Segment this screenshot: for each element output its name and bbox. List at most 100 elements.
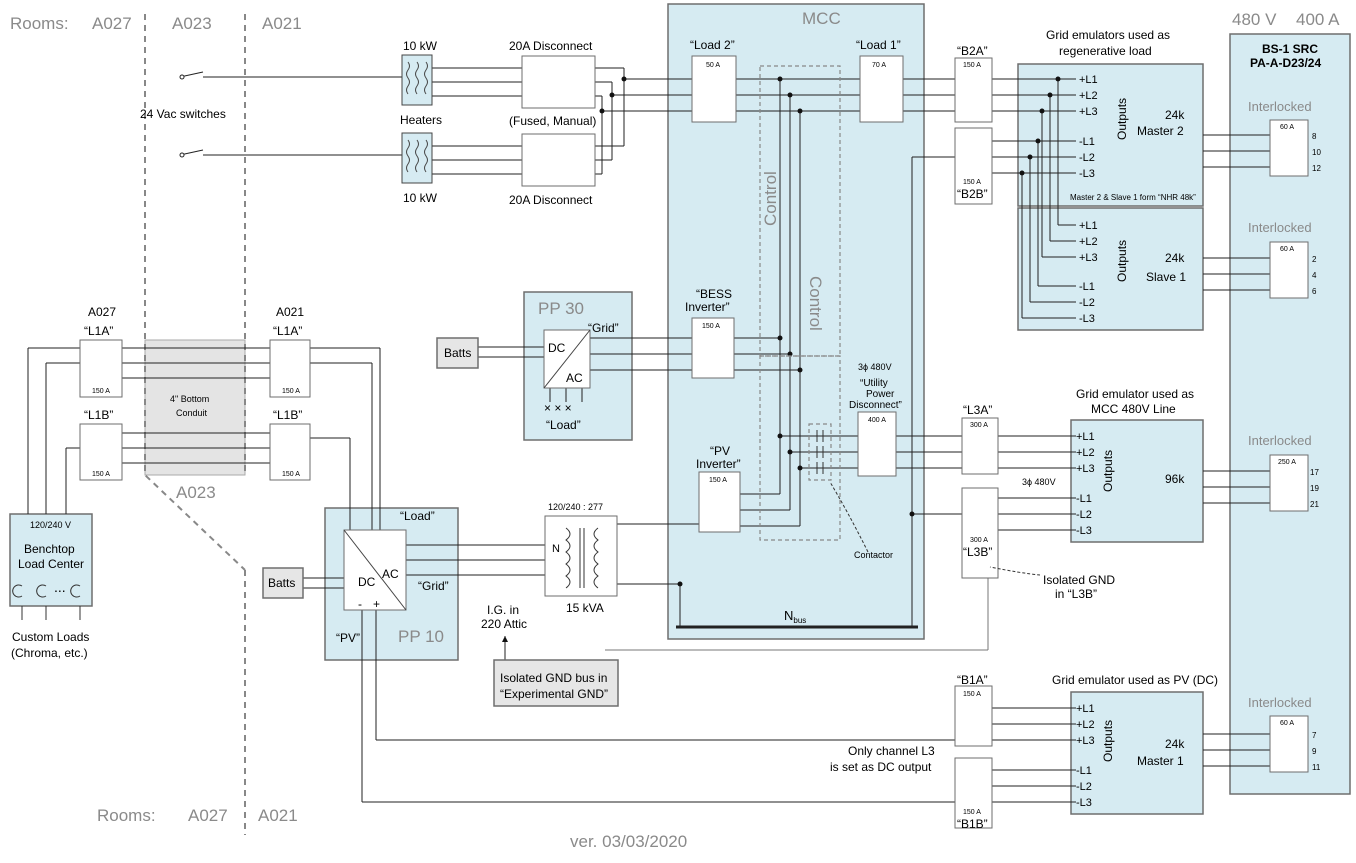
pv-emulator-title: Grid emulator used as PV (DC): [1052, 673, 1218, 687]
breaker-b1a: [954, 685, 993, 747]
breaker-l1a-a021: [269, 339, 311, 398]
benchtop-outlets: [12, 584, 81, 620]
b1a-amp: 150 A: [963, 691, 981, 698]
b2a-label: “B2A”: [957, 44, 988, 58]
pp30-load-x: × × ×: [544, 401, 572, 415]
utility-amp: 400 A: [868, 417, 886, 424]
breaker-l1a-a027: [79, 339, 123, 398]
pp10-plus: +: [373, 597, 380, 611]
l3a-amp: 300 A: [970, 422, 988, 429]
svg-text:-L1: -L1: [1076, 765, 1092, 777]
left-a027: A027: [88, 305, 116, 319]
pv-inverter-label-1: “PV: [710, 444, 730, 458]
custom-loads-1: Custom Loads: [12, 630, 89, 644]
pp30-load: “Load”: [546, 418, 581, 432]
room-divider-a027: [144, 14, 246, 571]
pp10-batts-box: [262, 567, 304, 599]
utility-label-0: 3ϕ 480V: [858, 362, 892, 372]
disconnect-top: [521, 55, 596, 109]
load1-amp: 70 A: [872, 62, 886, 69]
pp30-batts-box: [436, 337, 479, 369]
terminals-master2: +L1+L2+L3 -L1-L2-L3: [1079, 74, 1098, 180]
pp30-ac: AC: [566, 371, 583, 385]
b1b-amp: 150 A: [963, 809, 981, 816]
gnd-bus-label-1: Isolated GND bus in: [500, 671, 607, 685]
phase-label: 3ϕ 480V: [1022, 477, 1056, 487]
svg-text:7: 7: [1312, 731, 1317, 740]
regen-title-1: Grid emulators used as: [1046, 28, 1170, 42]
contactor-symbols: [816, 430, 824, 474]
contactor-label: Contactor: [854, 550, 893, 560]
benchtop-load-center: [9, 513, 93, 607]
b1a-label: “B1A”: [957, 673, 988, 687]
terminals-slave1: +L1+L2+L3 -L1-L2-L3: [1079, 220, 1098, 325]
svg-text:8: 8: [1312, 132, 1317, 141]
l3a-label: “L3A”: [963, 403, 992, 417]
l1a-left-amp: 150 A: [92, 388, 110, 395]
version-label: ver. 03/03/2020: [570, 832, 687, 851]
l1b-right: “L1B”: [273, 408, 302, 422]
transformer-box: [544, 515, 618, 597]
svg-text:-L3: -L3: [1076, 525, 1092, 537]
svg-text:-L2: -L2: [1079, 297, 1095, 309]
l3b-label: “L3B”: [963, 545, 992, 559]
l1b-right-amp: 150 A: [282, 471, 300, 478]
l1a-right-amp: 150 A: [282, 388, 300, 395]
slave1-label: Slave 1: [1146, 270, 1186, 284]
control-region-1: [759, 65, 841, 357]
breaker-utility: [857, 411, 897, 477]
src-amperage: 400 A: [1296, 10, 1340, 29]
src-amp-2: 60 A: [1280, 246, 1294, 253]
custom-loads-2: (Chroma, etc.): [11, 646, 88, 660]
b2a-amp: 150 A: [963, 62, 981, 69]
pp10-batts: Batts: [268, 576, 295, 590]
contactor-arrow-icon: [829, 481, 869, 553]
control-region-2: [759, 355, 841, 541]
conduit-label-1: 4" Bottom: [170, 394, 209, 404]
svg-text:-L1: -L1: [1076, 493, 1092, 505]
breaker-l1b-a021: [269, 423, 311, 481]
breaker-src-2: [1269, 241, 1309, 299]
room-bottom-a021: A021: [258, 806, 298, 825]
breaker-l1b-a027: [79, 423, 123, 481]
master2-outputs: Outputs: [1115, 98, 1129, 140]
svg-text:21: 21: [1310, 500, 1319, 509]
transformer-coils: [565, 527, 599, 589]
slave1-24k: 24k: [1165, 251, 1185, 265]
svg-text:19: 19: [1310, 484, 1319, 493]
svg-text:+L2: +L2: [1076, 719, 1095, 731]
svg-text:+L3: +L3: [1076, 463, 1095, 475]
svg-text:17: 17: [1310, 468, 1319, 477]
bess-label-2: Inverter”: [685, 300, 730, 314]
pp10-grid: “Grid”: [418, 579, 449, 593]
benchtop-label-2: Load Center: [18, 557, 84, 571]
pp30-title: PP 30: [538, 299, 584, 318]
control-label-1: Control: [761, 171, 780, 226]
mcc-line-96k: 96k: [1165, 472, 1185, 486]
disconnect-bottom: [521, 133, 596, 187]
pv-emulator: [1070, 691, 1204, 815]
svg-text:10: 10: [1312, 148, 1321, 157]
breaker-pv-inverter: [698, 471, 741, 533]
svg-text:2: 2: [1312, 255, 1317, 264]
svg-text:-L1: -L1: [1079, 136, 1095, 148]
iso-gnd-label-1: Isolated GND: [1043, 573, 1115, 587]
terminals-master1: +L1+L2+L3 -L1-L2-L3: [1076, 703, 1095, 809]
regen-emulator-slave1: [1017, 207, 1204, 331]
svg-text:+L1: +L1: [1076, 703, 1095, 715]
pp10-pv: “PV”: [336, 631, 360, 645]
ig-label-1: I.G. in: [487, 603, 519, 617]
breaker-src-4: [1269, 715, 1309, 773]
mcc-line-title-1: Grid emulator used as: [1076, 387, 1194, 401]
interlocked-2: Interlocked: [1248, 220, 1312, 235]
pp30-batts: Batts: [444, 346, 471, 360]
mcc-title: MCC: [802, 9, 841, 28]
l1a-right: “L1A”: [273, 324, 302, 338]
interlocked-4: Interlocked: [1248, 695, 1312, 710]
svg-text:6: 6: [1312, 287, 1317, 296]
load1-label: “Load 1”: [856, 38, 901, 52]
regen-title-2: regenerative load: [1059, 44, 1152, 58]
room-top-a023: A023: [172, 14, 212, 33]
